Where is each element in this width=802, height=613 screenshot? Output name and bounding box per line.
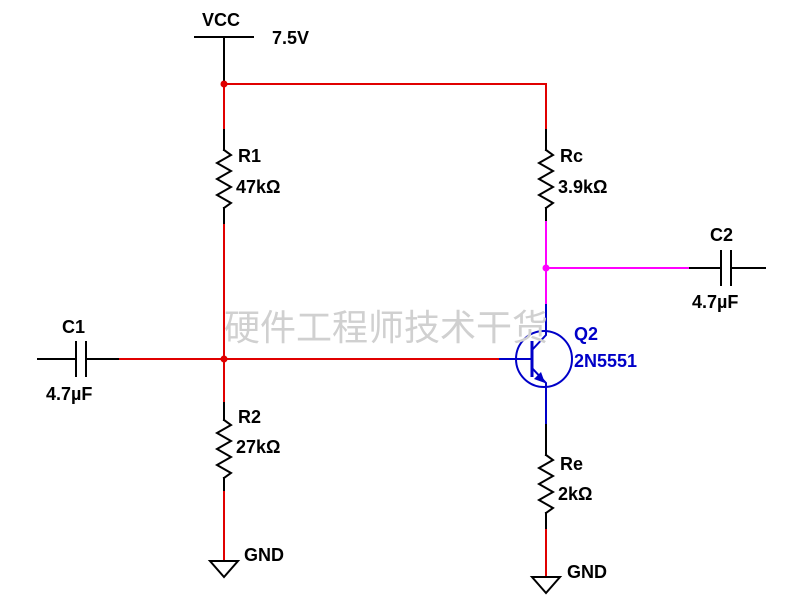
supply-rail-wire — [223, 83, 547, 131]
collector-junction — [542, 264, 550, 272]
resistor-r1[interactable]: R1 47kΩ — [214, 129, 280, 226]
resistor-r2[interactable]: R2 27kΩ — [214, 402, 280, 493]
c1-value: 4.7µF — [46, 384, 92, 404]
watermark-text: 硬件工程师技术干货 — [224, 308, 548, 349]
q2-emitter-arrow — [534, 372, 545, 383]
rc-value: 3.9kΩ — [558, 177, 607, 197]
ground-left-label: GND — [244, 545, 284, 565]
ground-left: GND — [207, 491, 284, 579]
ground-right-symbol — [529, 576, 563, 595]
supply-junction — [220, 80, 228, 88]
base-junction — [220, 355, 228, 363]
re-ref: Re — [560, 454, 583, 474]
capacitor-c1[interactable]: C1 4.7µF — [37, 317, 119, 404]
vcc-voltage: 7.5V — [272, 28, 309, 48]
r1-zigzag — [214, 148, 234, 210]
c1-ref: C1 — [62, 317, 85, 337]
vcc-supply: VCC 7.5V — [194, 10, 309, 85]
vcc-label: VCC — [202, 10, 240, 30]
rc-zigzag — [536, 148, 556, 210]
resistor-re[interactable]: Re 2kΩ — [536, 424, 592, 531]
transistor-q2[interactable]: Q2 2N5551 — [499, 304, 637, 426]
q2-ref: Q2 — [574, 324, 598, 344]
ground-left-symbol — [207, 560, 241, 579]
ground-right: GND — [529, 529, 607, 595]
q2-emitter-lead — [530, 366, 547, 426]
c2-ref: C2 — [710, 225, 733, 245]
q2-collector-lead — [530, 304, 547, 352]
r2-value: 27kΩ — [236, 437, 280, 457]
capacitor-c2[interactable]: C2 4.7µF — [689, 225, 766, 312]
re-value: 2kΩ — [558, 484, 592, 504]
r2-ref: R2 — [238, 407, 261, 427]
q2-part: 2N5551 — [574, 351, 637, 371]
rc-ref: Rc — [560, 146, 583, 166]
r2-zigzag — [214, 418, 234, 480]
r1-value: 47kΩ — [236, 177, 280, 197]
c2-value: 4.7µF — [692, 292, 738, 312]
supply-rail — [220, 80, 547, 131]
r1-ref: R1 — [238, 146, 261, 166]
ground-right-label: GND — [567, 562, 607, 582]
resistor-rc[interactable]: Rc 3.9kΩ — [536, 129, 607, 223]
base-net — [117, 224, 501, 404]
collector-net — [542, 221, 691, 306]
re-zigzag — [536, 453, 556, 515]
